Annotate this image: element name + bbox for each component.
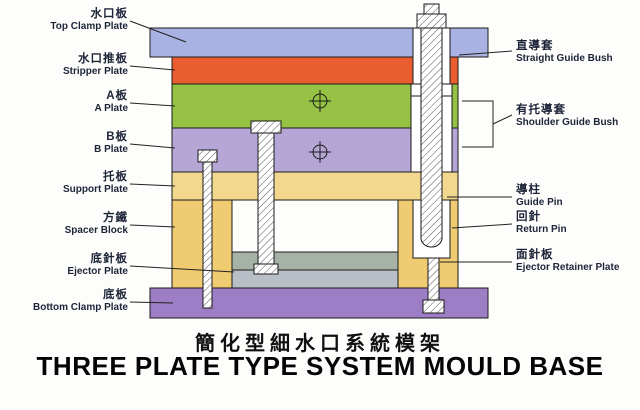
leader-shoulder-guide-bush [492, 114, 513, 125]
label-support-plate-en: Support Plate [62, 184, 128, 196]
label-a-plate-cn: A板 [106, 90, 128, 102]
label-return-pin: 回針 Return Pin [516, 211, 567, 236]
label-ejector-retainer-plate-en: Ejector Retainer Plate [516, 262, 620, 274]
label-straight-guide-bush: 直導套 Straight Guide Bush [516, 40, 613, 65]
label-stripper-plate: 水口推板 Stripper Plate [63, 53, 128, 78]
return-pin-head [422, 299, 445, 314]
leader-support-plate [129, 183, 176, 187]
leader-lines [129, 20, 513, 304]
leader-straight-guide-bush [458, 50, 513, 56]
label-ejector-retainer-plate-cn: 面針板 [516, 249, 554, 261]
leader-bottom-clamp-plate [129, 301, 174, 304]
label-stripper-plate-cn: 水口推板 [78, 53, 128, 65]
guide-pin-cap [423, 3, 440, 15]
page-title-chinese: 簡化型細水口系統模架 [195, 333, 445, 355]
screw-hole-icon-upper [309, 90, 331, 112]
leader-return-pin [451, 223, 513, 229]
guide-pin-head [416, 13, 447, 29]
label-top-clamp-plate: 水口板 Top Clamp Plate [50, 8, 128, 33]
puller-pin [257, 132, 275, 265]
label-ejector-retainer-plate: 面針板 Ejector Retainer Plate [516, 249, 619, 274]
leader-spacer-block [129, 224, 176, 228]
leader-top-clamp-plate [129, 20, 187, 43]
shoulder-guide-bush-bracket [462, 100, 494, 148]
leader-ejector-plate [129, 265, 235, 273]
label-ejector-plate-cn: 底針板 [90, 253, 128, 265]
label-straight-guide-bush-en: Straight Guide Bush [516, 53, 613, 65]
b-plate [171, 127, 459, 173]
label-ejector-plate-en: Ejector Plate [67, 266, 128, 278]
page-title-english: THREE PLATE TYPE SYSTEM MOULD BASE [36, 351, 604, 381]
label-bottom-clamp-plate: 底板 Bottom Clamp Plate [33, 289, 128, 314]
label-a-plate: A板 A Plate [94, 90, 128, 115]
puller-pin-foot [253, 263, 279, 275]
label-top-clamp-plate-en: Top Clamp Plate [50, 21, 128, 33]
label-guide-pin: 導柱 Guide Pin [516, 184, 563, 209]
label-guide-pin-cn: 導柱 [516, 184, 541, 196]
screw-hole-icon-lower [309, 141, 331, 163]
label-a-plate-en: A Plate [94, 103, 128, 115]
puller-pin-cap [250, 120, 282, 134]
label-support-plate-cn: 托板 [103, 171, 128, 183]
left-bolt-head [197, 149, 218, 163]
stripper-plate [171, 56, 459, 85]
label-shoulder-guide-bush-en: Shoulder Guide Bush [516, 117, 619, 129]
label-stripper-plate-en: Stripper Plate [62, 66, 128, 78]
label-guide-pin-en: Guide Pin [516, 197, 563, 209]
label-b-plate-cn: B板 [106, 131, 128, 143]
support-plate [171, 171, 459, 201]
label-bottom-clamp-plate-cn: 底板 [103, 289, 128, 301]
label-shoulder-guide-bush-cn: 有托導套 [516, 104, 566, 116]
label-bottom-clamp-plate-en: Bottom Clamp Plate [32, 302, 128, 314]
label-b-plate: B板 B Plate [94, 131, 128, 156]
leader-stripper-plate [129, 65, 176, 71]
spacer-block-left [171, 199, 233, 289]
label-support-plate: 托板 Support Plate [63, 171, 128, 196]
label-return-pin-en: Return Pin [516, 224, 567, 236]
label-spacer-block: 方鐵 Spacer Block [65, 212, 128, 237]
label-spacer-block-en: Spacer Block [64, 225, 128, 237]
label-b-plate-en: B Plate [94, 144, 128, 156]
label-spacer-block-cn: 方鐵 [103, 212, 128, 224]
label-return-pin-cn: 回針 [516, 211, 541, 223]
label-straight-guide-bush-cn: 直導套 [516, 40, 554, 52]
return-pin [427, 257, 440, 305]
leader-b-plate [129, 143, 176, 149]
left-bolt [202, 161, 213, 309]
leader-a-plate [129, 102, 176, 107]
label-top-clamp-plate-cn: 水口板 [90, 8, 128, 20]
label-shoulder-guide-bush: 有托導套 Shoulder Guide Bush [516, 104, 618, 129]
guide-pin [420, 27, 443, 248]
label-ejector-plate: 底針板 Ejector Plate [67, 253, 128, 278]
